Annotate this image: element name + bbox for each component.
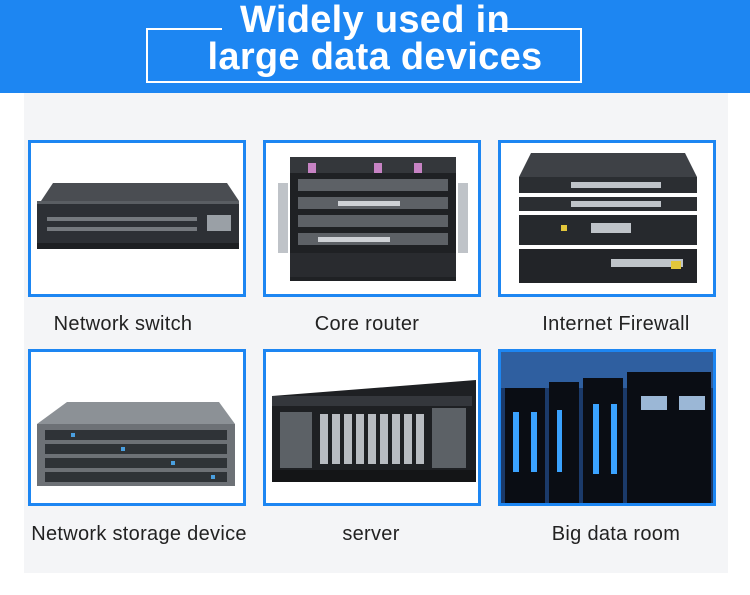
network-switch-image xyxy=(31,143,243,294)
card-core-router xyxy=(263,140,481,297)
card-firewall xyxy=(498,140,716,297)
header-banner: Widely used in large data devices xyxy=(0,0,750,93)
server-image xyxy=(266,352,478,503)
caption-firewall: Internet Firewall xyxy=(542,313,690,335)
data-room-image xyxy=(501,352,713,503)
caption-storage-device: Network storage device xyxy=(31,523,247,545)
caption-server: server xyxy=(342,523,400,545)
page-title: Widely used in large data devices xyxy=(0,0,750,78)
card-data-room xyxy=(498,349,716,506)
storage-device-image xyxy=(31,352,243,503)
caption-network-switch: Network switch xyxy=(53,313,193,335)
card-server xyxy=(263,349,481,506)
caption-data-room: Big data room xyxy=(551,523,681,545)
card-network-switch xyxy=(28,140,246,297)
title-line-1: Widely used in xyxy=(240,0,510,41)
card-storage-device xyxy=(28,349,246,506)
caption-core-router: Core router xyxy=(314,313,420,335)
title-line-2: large data devices xyxy=(207,36,543,78)
core-router-image xyxy=(266,143,478,294)
firewall-image xyxy=(501,143,713,294)
